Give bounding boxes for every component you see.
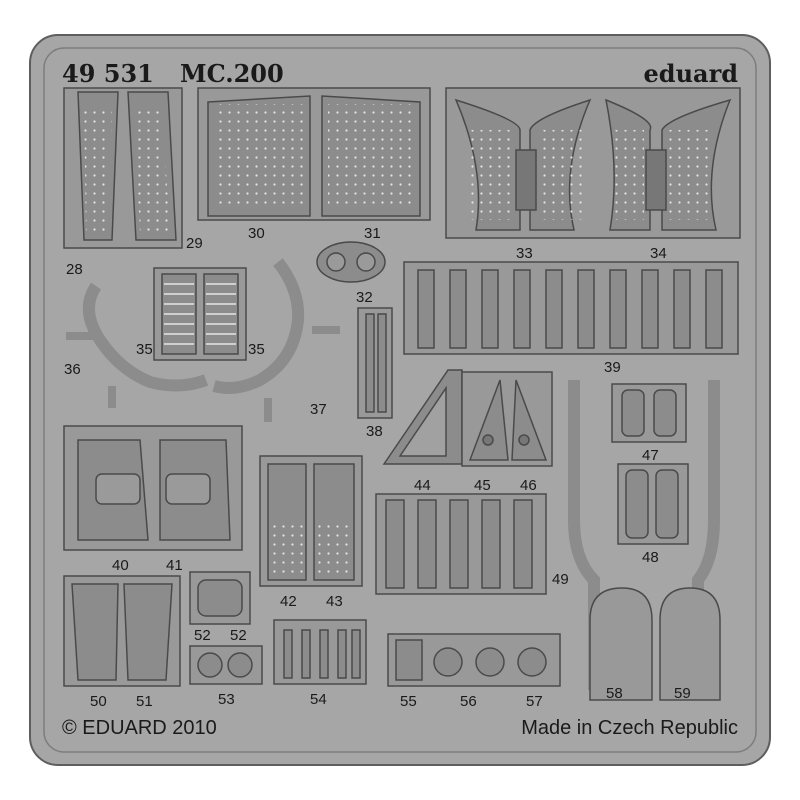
part-number: 35 <box>136 341 153 358</box>
part-54 <box>273 619 367 685</box>
kit-code: 49 531 <box>62 59 154 88</box>
part-53 <box>189 645 263 685</box>
part-number: 43 <box>326 593 343 610</box>
part-32 <box>316 241 386 283</box>
part-number: 41 <box>166 557 183 574</box>
part-52 <box>189 571 251 625</box>
part-number: 33 <box>516 245 533 262</box>
part-number: 32 <box>356 289 373 306</box>
part-number: 45 <box>474 477 491 494</box>
copyright-text: © EDUARD 2010 <box>62 717 217 739</box>
part-44-45-46 <box>382 369 553 467</box>
part-number: 36 <box>64 361 81 378</box>
part-47-48 <box>611 383 689 545</box>
part-50-51 <box>63 575 181 687</box>
kit-model: MC.200 <box>180 59 284 88</box>
part-number: 58 <box>606 685 623 702</box>
part-number: 59 <box>674 685 691 702</box>
part-number: 40 <box>112 557 129 574</box>
part-35 <box>153 267 247 361</box>
brand-logo-text: eduard <box>644 59 739 88</box>
origin-text: Made in Czech Republic <box>521 717 738 739</box>
part-33-34 <box>445 87 741 239</box>
part-number: 35 <box>248 341 265 358</box>
part-number: 30 <box>248 225 265 242</box>
part-number: 52 <box>194 627 211 644</box>
part-number: 49 <box>552 571 569 588</box>
part-number: 28 <box>66 261 83 278</box>
part-49 <box>375 493 547 595</box>
part-number: 54 <box>310 691 327 708</box>
part-number: 57 <box>526 693 543 710</box>
part-number: 31 <box>364 225 381 242</box>
part-number: 51 <box>136 693 153 710</box>
part-36-37 <box>66 258 340 422</box>
part-number-labels: 28 29 30 31 32 33 34 35 35 36 37 38 39 4… <box>64 225 691 710</box>
part-42-43 <box>259 455 363 587</box>
part-number: 34 <box>650 245 667 262</box>
part-number: 38 <box>366 423 383 440</box>
part-55-56-57 <box>387 633 561 687</box>
part-28-29 <box>63 87 183 249</box>
part-number: 48 <box>642 549 659 566</box>
part-number: 56 <box>460 693 477 710</box>
part-number: 53 <box>218 691 235 708</box>
part-number: 47 <box>642 447 659 464</box>
part-30-31 <box>197 87 431 221</box>
part-number: 29 <box>186 235 203 252</box>
part-number: 46 <box>520 477 537 494</box>
part-number: 37 <box>310 401 327 418</box>
part-number: 50 <box>90 693 107 710</box>
part-number: 52 <box>230 627 247 644</box>
part-39 <box>403 261 739 355</box>
part-38 <box>357 307 393 419</box>
part-40-41 <box>63 425 243 551</box>
part-58-59 <box>568 380 721 701</box>
part-number: 39 <box>604 359 621 376</box>
part-number: 42 <box>280 593 297 610</box>
part-number: 44 <box>414 477 431 494</box>
part-number: 55 <box>400 693 417 710</box>
